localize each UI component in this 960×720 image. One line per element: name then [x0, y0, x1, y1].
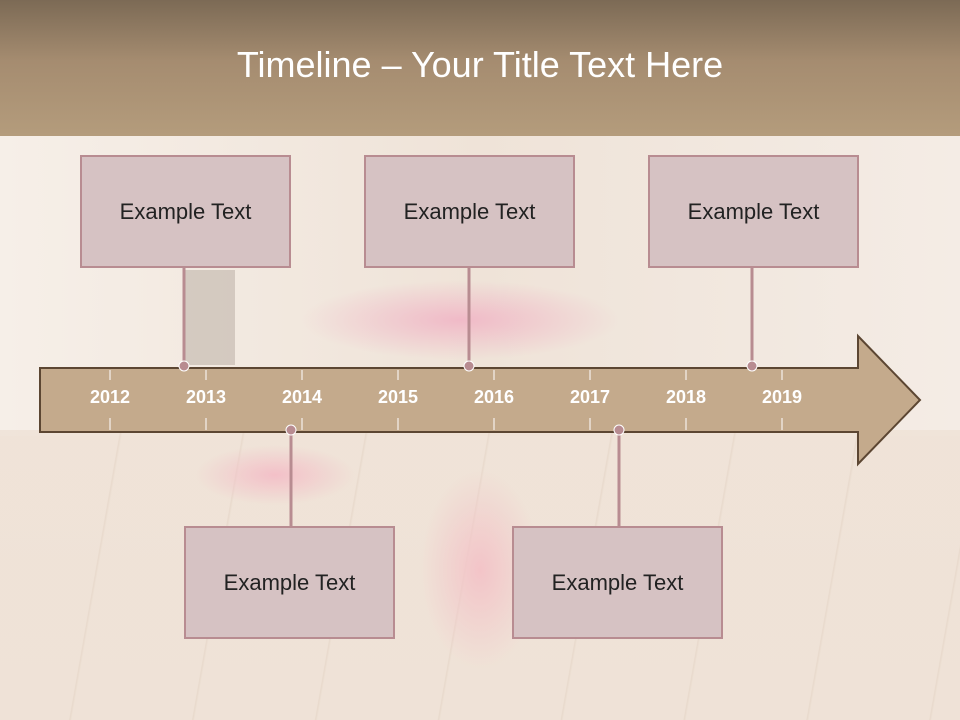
year-label: 2019 — [762, 387, 802, 407]
connector-dot — [613, 424, 625, 436]
event-box-top-2: Example Text — [364, 155, 575, 268]
connector-dot — [463, 360, 475, 372]
connector-dot — [285, 424, 297, 436]
background-ribbon — [300, 280, 620, 360]
title-bar: Timeline – Your Title Text Here — [0, 0, 960, 136]
year-label: 2016 — [474, 387, 514, 407]
connector-dot — [178, 360, 190, 372]
year-label: 2014 — [282, 387, 322, 407]
timeline-arrow — [39, 333, 922, 467]
background-shadow — [185, 270, 235, 365]
year-label: 2015 — [378, 387, 418, 407]
connector-dot — [746, 360, 758, 372]
event-box-top-3: Example Text — [648, 155, 859, 268]
event-box-bottom-2: Example Text — [512, 526, 723, 639]
tick-marks — [109, 370, 783, 430]
slide-title: Timeline – Your Title Text Here — [236, 44, 724, 85]
background-ribbon — [195, 445, 355, 505]
year-label: 2017 — [570, 387, 610, 407]
year-label: 2018 — [666, 387, 706, 407]
event-box-top-1: Example Text — [80, 155, 291, 268]
year-label: 2012 — [90, 387, 130, 407]
year-label: 2013 — [186, 387, 226, 407]
event-box-bottom-1: Example Text — [184, 526, 395, 639]
